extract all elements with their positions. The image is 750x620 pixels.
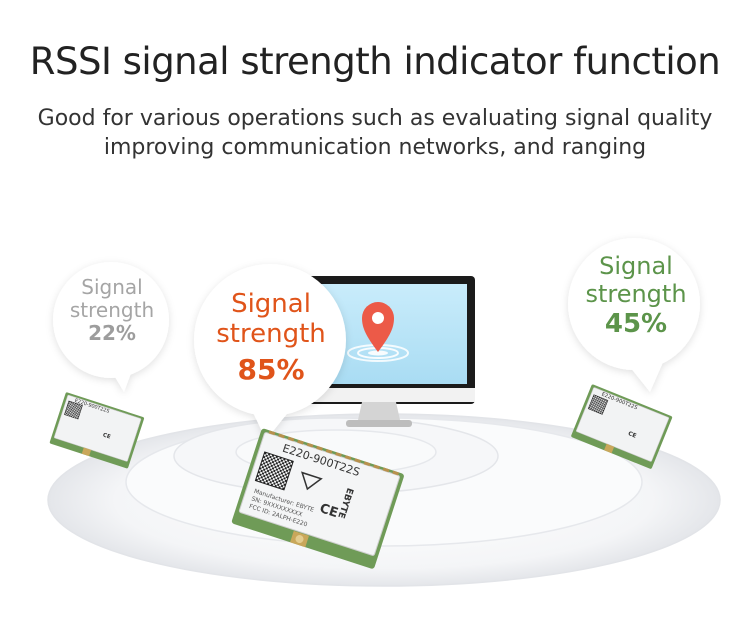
subtitle-line-1: Good for various operations such as eval… <box>37 106 713 131</box>
page-title: RSSI signal strength indicator function <box>29 40 721 83</box>
bubble-right-text: Signal strength 45% <box>572 252 700 340</box>
bubble-center-label-2: strength <box>216 318 326 349</box>
page-subtitle: Good for various operations such as eval… <box>0 104 750 162</box>
map-pin-icon <box>362 302 394 352</box>
bubble-center <box>194 264 346 440</box>
module-center: E220-900T22S EBYTE CE Manufacturer: EBYT… <box>231 428 404 569</box>
bubble-right-label-1: Signal <box>599 252 673 280</box>
bubble-left-label-2: strength <box>69 298 155 322</box>
bubble-left-text: Signal strength 22% <box>56 276 168 345</box>
bubble-right-percent: 45% <box>604 309 668 340</box>
bubble-left-label-1: Signal <box>81 275 143 299</box>
module-ce-mark: CE <box>627 431 637 440</box>
bubble-center-percent: 85% <box>237 352 305 386</box>
bubble-left-percent: 22% <box>88 321 136 345</box>
bubble-center-label-1: Signal <box>231 289 311 319</box>
module-left: E220-900T22S CE <box>49 392 145 469</box>
bubble-center-text: Signal strength 85% <box>200 289 342 386</box>
module-ce-mark: CE <box>318 501 340 521</box>
bubble-left <box>53 262 169 392</box>
module-ce-mark: CE <box>102 432 111 440</box>
bubble-right-label-2: strength <box>585 279 687 308</box>
bubble-right <box>568 238 700 392</box>
subtitle-line-2: improving communication networks, and ra… <box>103 135 647 160</box>
